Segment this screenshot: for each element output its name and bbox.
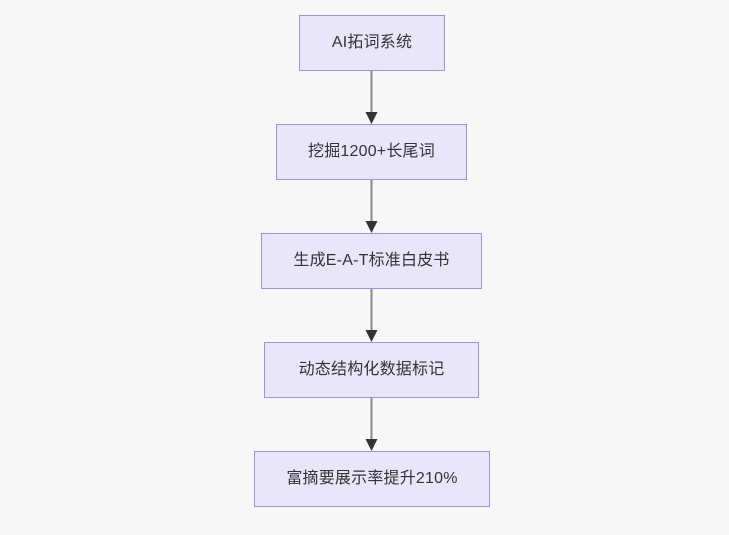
- edge-node1-node2: [365, 71, 378, 124]
- flowchart-node-structured-data-markup[interactable]: 动态结构化数据标记: [264, 342, 479, 398]
- node-label: 富摘要展示率提升210%: [286, 470, 458, 488]
- edge-node2-node3: [365, 180, 378, 233]
- flowchart-node-longtail-keywords[interactable]: 挖掘1200+长尾词: [276, 124, 467, 180]
- flowchart-node-ai-keyword-system[interactable]: AI拓词系统: [299, 15, 445, 71]
- flowchart-node-eat-whitepaper[interactable]: 生成E-A-T标准白皮书: [261, 233, 482, 289]
- edge-node4-node5: [365, 398, 378, 451]
- edge-node3-node4: [365, 289, 378, 342]
- node-label: 挖掘1200+长尾词: [308, 143, 435, 161]
- node-label: 动态结构化数据标记: [298, 361, 445, 379]
- node-label: 生成E-A-T标准白皮书: [293, 252, 450, 270]
- node-label: AI拓词系统: [331, 34, 413, 52]
- flowchart-node-rich-snippet-result[interactable]: 富摘要展示率提升210%: [254, 451, 490, 507]
